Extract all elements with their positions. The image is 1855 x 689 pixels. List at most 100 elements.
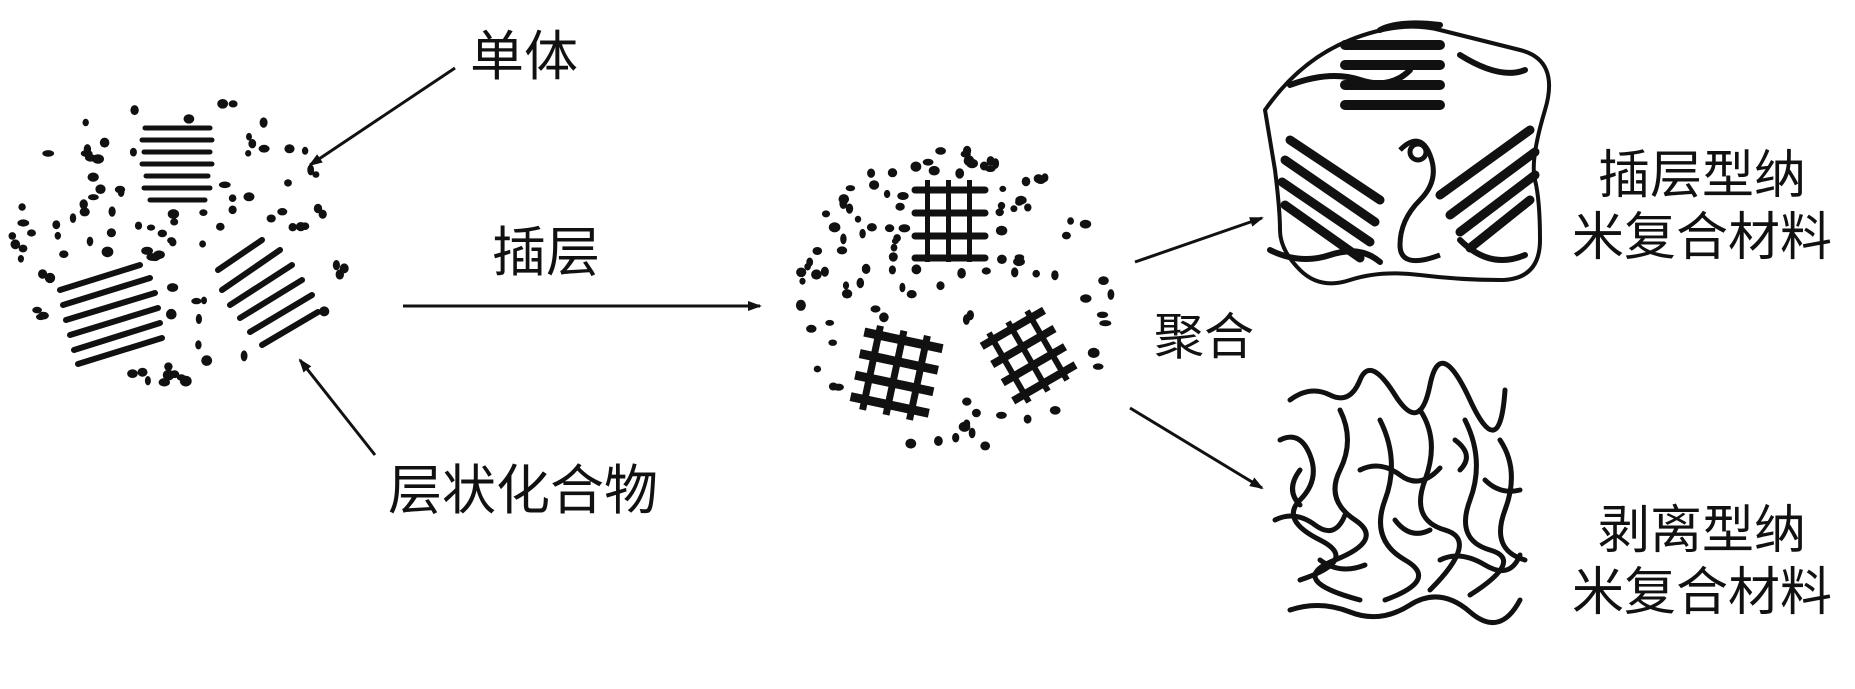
monomer-dot: [1010, 205, 1018, 213]
monomer-dot: [836, 246, 848, 255]
monomer-dot: [1011, 267, 1019, 278]
monomer-dot: [869, 180, 880, 190]
intercalation-label: 插层: [492, 221, 600, 284]
monomer-dot: [934, 436, 943, 446]
monomer-dot: [806, 324, 817, 333]
exfoliated-nanocomposite-label: 剥离型纳 米复合材料: [1552, 500, 1852, 624]
monomer-dot: [319, 306, 330, 317]
monomer-dot: [887, 168, 898, 178]
monomer-dot: [833, 383, 844, 391]
monomer-dot: [332, 260, 340, 271]
monomer-dot: [911, 264, 922, 275]
monomer-dot: [804, 263, 811, 271]
monomer-dot: [339, 263, 349, 274]
polymerization-label: 聚合: [1154, 308, 1254, 366]
monomer-dot: [922, 158, 934, 166]
monomer-dot: [17, 219, 30, 227]
monomer-dot: [27, 229, 36, 237]
layered-stack-left-bottom-left: [57, 262, 165, 367]
monomer-dot: [88, 194, 99, 201]
monomer-dot: [811, 269, 822, 280]
monomer-dot: [895, 202, 905, 211]
monomer-dot: [284, 179, 292, 187]
monomer-dot: [997, 201, 1006, 210]
layered-stack-left-top: [139, 125, 215, 203]
monomer-dot: [879, 312, 889, 323]
monomer-dot: [861, 263, 871, 274]
monomer-dot: [1024, 203, 1032, 212]
monomer-dot: [1049, 406, 1061, 415]
exfoliated-label-line2: 米复合材料: [1571, 563, 1832, 623]
monomer-dot: [821, 210, 831, 218]
monomer-dot: [825, 319, 835, 326]
monomer-dot: [295, 222, 306, 232]
monomer-label: 单体: [470, 25, 578, 88]
monomer-dot: [183, 114, 195, 124]
monomer-dot: [167, 283, 179, 292]
monomer-dot: [840, 233, 847, 245]
monomer-dot: [891, 238, 899, 245]
monomer-dot: [108, 206, 116, 217]
monomer-dot: [992, 158, 1000, 169]
monomer-dot: [10, 239, 21, 250]
monomer-dot: [82, 118, 89, 127]
monomer-dot: [856, 277, 865, 289]
monomer-dot: [963, 155, 975, 166]
monomer-dot: [841, 289, 853, 299]
monomer-dot: [246, 132, 252, 141]
monomer-dot: [820, 266, 829, 277]
monomer-dot: [985, 165, 996, 172]
intercalated-label-line2: 米复合材料: [1571, 208, 1832, 268]
monomer-dots-middle: [795, 145, 1115, 451]
monomer-dot: [813, 365, 822, 373]
monomer-dot: [957, 268, 966, 279]
monomer-dot: [59, 250, 69, 258]
monomer-dot: [963, 145, 972, 156]
monomer-dot: [971, 408, 981, 418]
monomer-dot: [167, 237, 176, 244]
monomer-dot: [910, 161, 922, 172]
monomer-dot: [980, 441, 991, 451]
monomer-dot: [928, 165, 940, 176]
monomer-dot: [1021, 176, 1031, 187]
monomer-dot: [870, 305, 881, 313]
intercalated-nanocomposite-label: 插层型纳 米复合材料: [1552, 145, 1852, 269]
monomer-dot: [199, 240, 207, 248]
monomer-dot: [129, 147, 137, 157]
monomer-dot: [228, 205, 237, 215]
monomer-dot: [839, 198, 848, 209]
monomer-dot: [288, 223, 297, 232]
monomer-dot: [1092, 363, 1104, 370]
monomer-dot: [968, 427, 976, 439]
monomer-dot: [32, 306, 42, 314]
monomer-dot: [191, 297, 202, 305]
monomer-dot: [1015, 199, 1024, 206]
monomer-dot: [845, 185, 856, 192]
monomer-dot: [995, 225, 1008, 236]
intercalated-label-line1: 插层型纳: [1597, 146, 1806, 206]
layered-stack-left-bottom-right: [215, 237, 321, 348]
monomer-dot: [79, 207, 90, 217]
monomer-dot: [54, 231, 61, 240]
monomer-dot: [248, 139, 257, 149]
monomer-dot: [897, 192, 909, 200]
intercalated-layers-right: [1435, 125, 1540, 253]
monomer-dot: [906, 290, 917, 299]
monomer-dot: [44, 272, 56, 284]
monomer-dot: [1023, 414, 1032, 424]
monomer-dot: [243, 192, 255, 202]
monomer-dot: [312, 171, 320, 178]
monomer-dot: [888, 252, 898, 262]
monomer-dot: [99, 137, 110, 148]
monomer-dot: [101, 246, 114, 258]
monomer-dot: [997, 254, 1007, 264]
monomer-dot: [981, 267, 991, 275]
monomer-dot: [1067, 217, 1074, 225]
monomer-dot: [87, 172, 99, 182]
monomer-dot: [999, 185, 1007, 192]
monomer-dot: [201, 355, 213, 366]
monomer-dot: [888, 265, 897, 275]
monomer-dot: [266, 214, 276, 223]
monomer-dot: [134, 221, 143, 230]
